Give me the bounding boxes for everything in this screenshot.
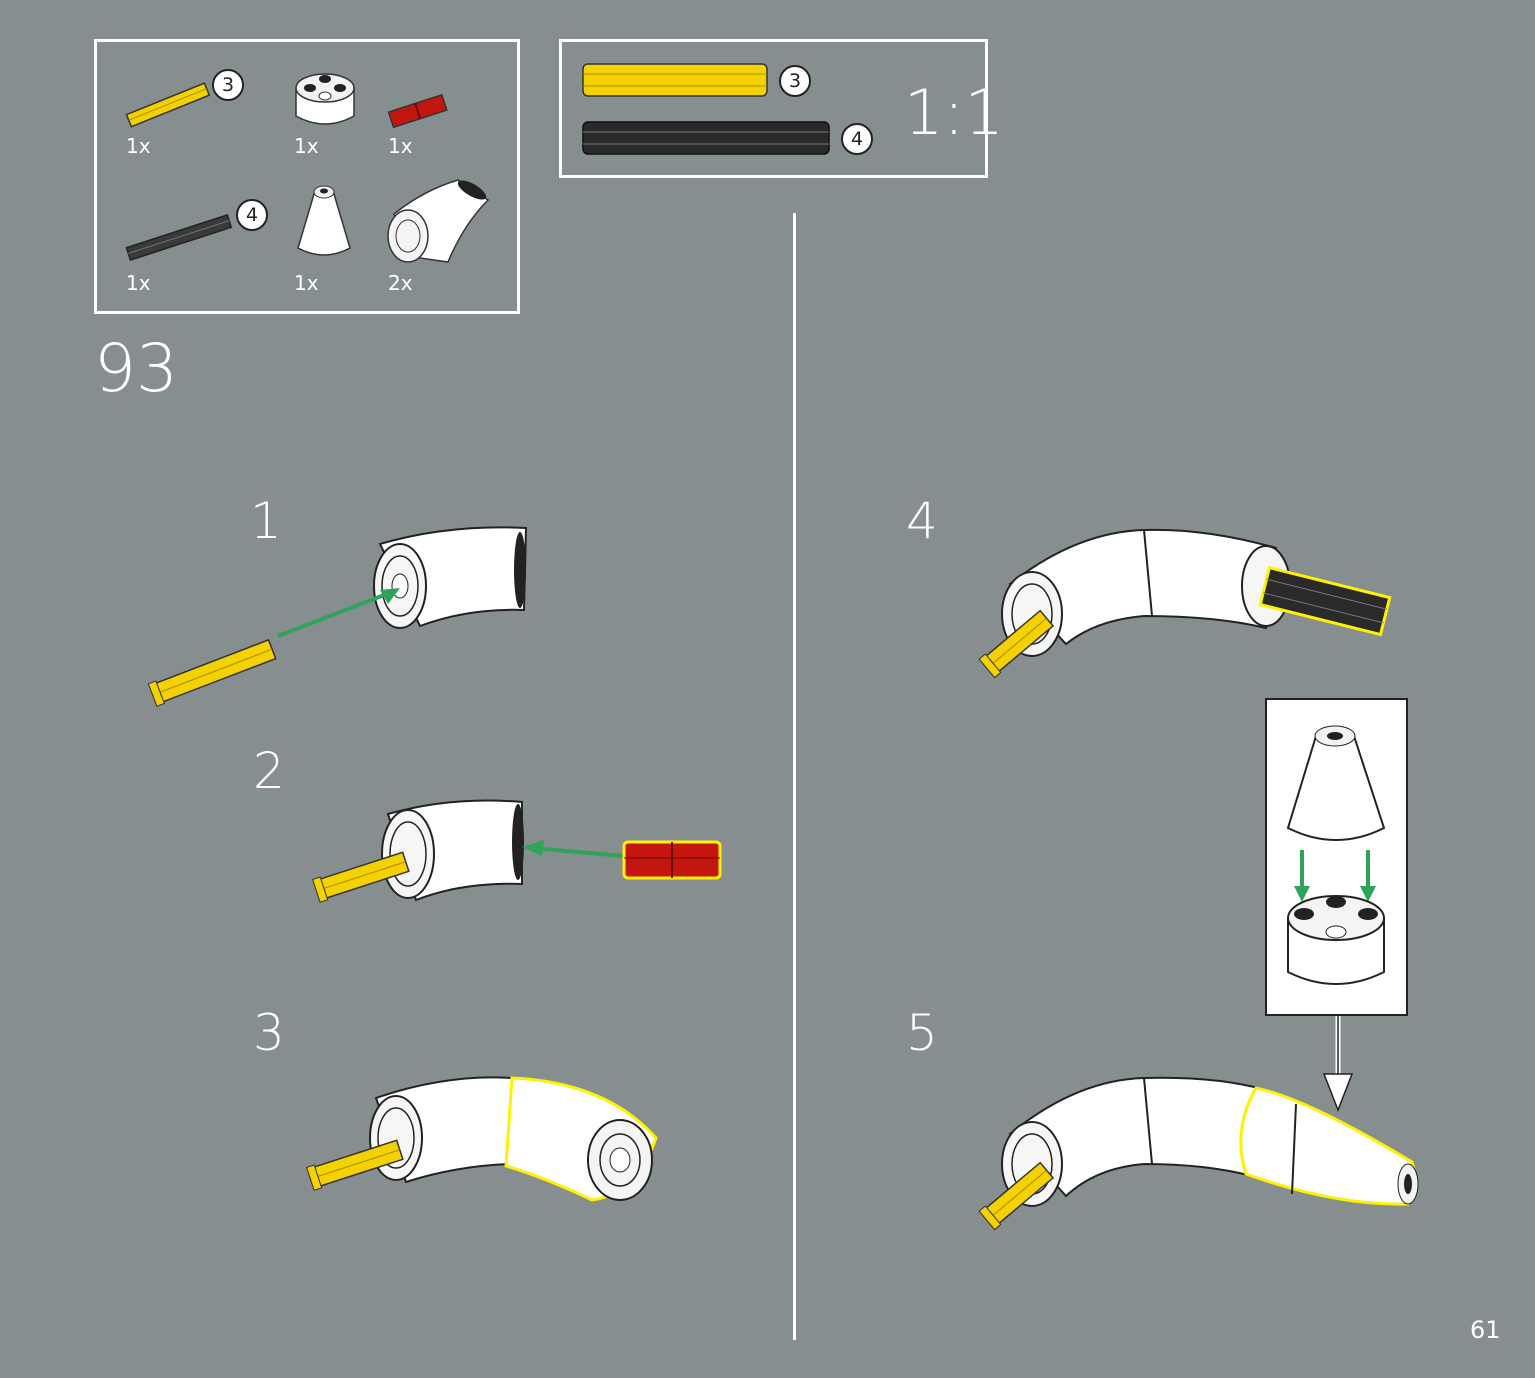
page-number: 61 [1470,1316,1501,1344]
yellow-axle-scale-icon [582,63,768,97]
scale-badge-4: 4 [841,123,873,155]
substep-number-1: 1 [250,492,282,550]
qty-axle-4: 1x [126,271,151,295]
column-divider [793,213,796,1340]
callout-arrow [1322,1016,1354,1113]
qty-round-brick: 1x [294,134,319,158]
step-number: 93 [94,330,178,407]
substep-2-illustration [312,799,722,903]
parts-list-box [94,39,520,314]
length-badge-4: 4 [236,199,268,231]
substep-4-illustration [978,528,1392,679]
substep-5-illustration [978,1076,1419,1231]
substep-number-4: 4 [906,492,938,550]
qty-axle-3: 1x [126,134,151,158]
red-connector-part-icon [387,93,448,129]
yellow-axle-3-part-icon [125,82,211,128]
substep-number-3: 3 [253,1004,285,1062]
length-badge-3: 3 [212,69,244,101]
callout-illustration [1286,725,1386,985]
qty-curved-tube: 2x [388,271,413,295]
scale-badge-3: 3 [779,65,811,97]
black-axle-4-part-icon [125,214,233,262]
substep-1-illustration [147,526,528,707]
scale-box [559,39,988,178]
black-axle-scale-icon [582,121,830,155]
substep-number-2: 2 [253,742,285,800]
qty-cone: 1x [294,271,319,295]
round-brick-part-icon [295,73,355,125]
cone-part-icon [297,185,351,256]
qty-red-connector: 1x [388,134,413,158]
scale-label: 1:1 [904,76,1004,149]
curved-tube-part-icon [387,179,490,263]
substep-number-5: 5 [906,1004,938,1062]
substep-3-illustration [306,1076,658,1202]
